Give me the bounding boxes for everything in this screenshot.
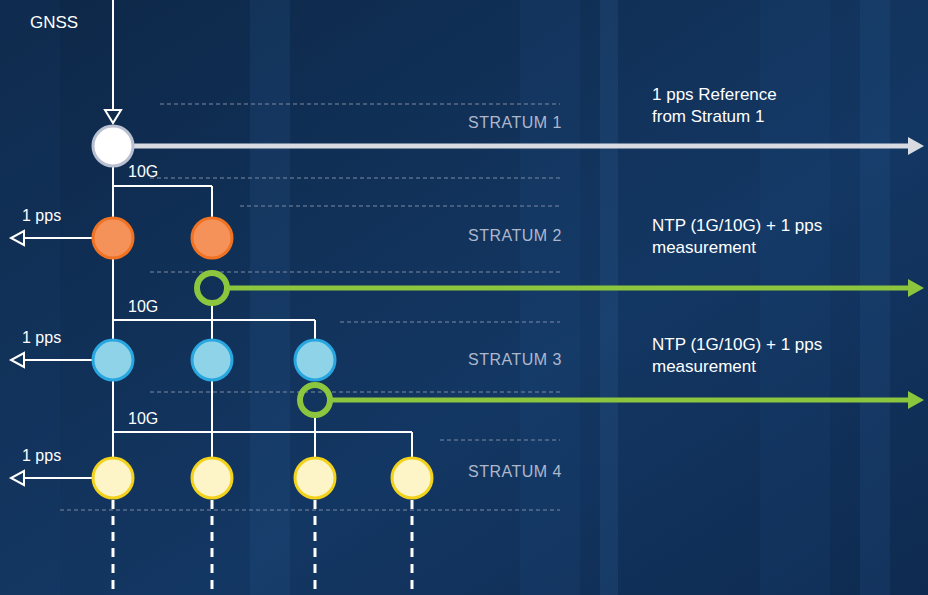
continuation [314, 500, 317, 595]
reference-arrowhead [908, 137, 924, 155]
reference-label: 1 pps Reference from Stratum 1 [652, 84, 802, 128]
divider [340, 322, 560, 323]
stratum4-server [295, 458, 335, 498]
stratum3-server [295, 340, 335, 380]
pps-label: 1 pps [22, 328, 61, 349]
pps-label: 1 pps [22, 206, 61, 227]
stratum3-server [93, 340, 133, 380]
link-speed: 10G [128, 162, 158, 183]
stratum-label: STRATUM 2 [468, 226, 562, 247]
wire [211, 186, 213, 218]
wire [112, 380, 114, 458]
stratum2-server [93, 218, 133, 258]
tree-wiring [113, 166, 412, 458]
stratum2-server [192, 218, 232, 258]
pps-line [24, 477, 93, 479]
pps-arrowhead [11, 231, 24, 245]
wire [113, 431, 412, 433]
stratum4-server [392, 458, 432, 498]
stratum4-server [192, 458, 232, 498]
stratum-dividers [60, 104, 560, 510]
stratum4-server [93, 458, 133, 498]
divider [240, 206, 560, 207]
wire [112, 258, 114, 340]
divider [440, 440, 560, 441]
stratum1-server [93, 126, 133, 166]
wire [113, 185, 212, 187]
wire [314, 320, 316, 340]
divider [60, 510, 560, 511]
pps-outputs [11, 231, 93, 485]
stratum-label: STRATUM 4 [468, 462, 562, 483]
stratum-label: STRATUM 3 [468, 350, 562, 371]
wire [411, 432, 413, 458]
reference-arrow [133, 144, 912, 149]
measurement-tap [197, 273, 227, 303]
pps-line [24, 359, 93, 361]
measurement-label: NTP (1G/10G) + 1 pps measurement [652, 215, 852, 259]
divider [160, 104, 560, 105]
link-speed: 10G [128, 297, 158, 318]
gnss-arrowhead [105, 110, 121, 123]
wire [314, 416, 316, 458]
pps-label: 1 pps [22, 446, 61, 467]
measurement-arrowhead [908, 391, 924, 409]
continuation-lines [113, 500, 412, 595]
gnss-line [112, 0, 114, 110]
stratum-label: STRATUM 1 [468, 113, 562, 134]
continuation [411, 500, 414, 595]
divider [150, 178, 560, 179]
measurement-tap [300, 385, 330, 415]
continuation [112, 500, 115, 595]
measurement-arrow [228, 286, 912, 291]
wire [112, 166, 114, 218]
pps-arrowhead [11, 353, 24, 367]
wire [211, 304, 213, 340]
pps-arrowhead [11, 471, 24, 485]
measurement-arrow [331, 398, 912, 403]
measurement-label: NTP (1G/10G) + 1 pps measurement [652, 334, 852, 378]
wire [113, 319, 315, 321]
link-speed: 10G [128, 409, 158, 430]
continuation [211, 500, 214, 595]
stratum3-server [192, 340, 232, 380]
pps-line [24, 237, 93, 239]
server-rack-texture [0, 0, 890, 595]
source-label: GNSS [30, 12, 78, 34]
wire [211, 380, 213, 458]
measurement-arrowhead [908, 279, 924, 297]
